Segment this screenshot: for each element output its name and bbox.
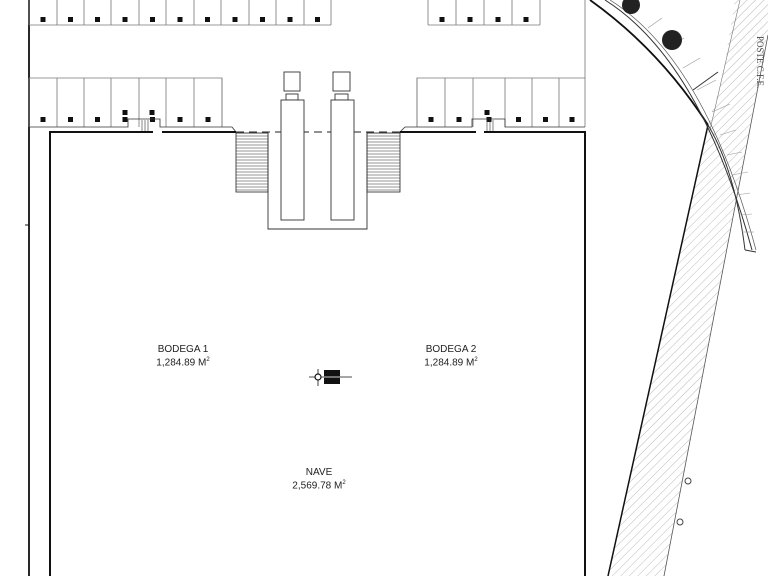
- wheel-stop-marker: [260, 17, 265, 22]
- wheel-stop-marker: [543, 117, 548, 122]
- area-number: 1,284.89: [156, 357, 196, 369]
- area-label-bodega-2: BODEGA 2 1,284.89 M2: [418, 344, 484, 368]
- dock-ramp-left: [235, 132, 269, 193]
- wheel-stop-marker: [40, 17, 46, 22]
- area-label-nave: NAVE 2,569.78 M2: [282, 467, 356, 491]
- wheel-stop-marker: [486, 117, 492, 122]
- area-number: 1,284.89: [424, 357, 464, 369]
- wheel-stop-marker: [122, 117, 128, 122]
- wheel-stop-marker: [456, 117, 462, 122]
- wheel-stop-marker: [205, 17, 210, 22]
- road-strip: [608, 0, 768, 576]
- area-name: BODEGA 2: [425, 344, 477, 355]
- wheel-stop-marker: [122, 17, 128, 22]
- curb-arc: [589, 0, 709, 126]
- area-value: 1,284.89 M2: [418, 355, 484, 368]
- area-unit: M: [334, 480, 343, 492]
- truck-icon: [330, 71, 355, 221]
- area-unit: M: [198, 357, 207, 369]
- post-icon: [684, 477, 692, 485]
- post-icon: [676, 518, 684, 526]
- parking-stalls-top: [28, 0, 541, 25]
- parking-stalls-middle: [28, 78, 586, 127]
- wheel-stop-marker: [95, 17, 100, 22]
- wheel-stop-marker: [516, 117, 521, 122]
- wheel-stop-marker: [68, 17, 73, 22]
- wheel-stop-marker: [150, 17, 155, 22]
- area-unit-exponent: 2: [474, 357, 478, 363]
- wheel-stop-marker: [315, 17, 320, 22]
- wheel-stop-marker: [68, 117, 73, 122]
- wheel-stop-marker: [150, 117, 155, 122]
- wheel-stop-marker: [205, 117, 211, 122]
- truck-icon: [280, 71, 305, 221]
- area-value: 1,284.89 M2: [150, 355, 216, 368]
- area-unit-exponent: 2: [206, 357, 210, 363]
- entrance-stairs: [141, 120, 494, 132]
- tree-icon: [662, 30, 682, 50]
- loading-pit: [267, 132, 368, 230]
- area-value: 2,569.78 M2: [282, 478, 356, 491]
- wheel-stop-marker: [467, 17, 473, 22]
- street-label: POSTE C.F.E.: [755, 36, 765, 89]
- area-unit-exponent: 2: [342, 480, 346, 486]
- area-number: 2,569.78: [292, 480, 332, 492]
- area-unit: M: [466, 357, 475, 369]
- wheel-stop-marker: [40, 117, 46, 122]
- wheel-stop-marker: [149, 110, 155, 115]
- wheel-stop-marker: [495, 17, 501, 22]
- dock-ramp-right: [366, 132, 401, 193]
- wheel-stop-marker: [232, 17, 238, 22]
- wheel-stop-marker: [177, 117, 183, 122]
- wheel-stop-marker: [428, 117, 434, 122]
- wheel-stop-marker: [95, 117, 100, 122]
- wheel-stop-marker: [439, 17, 445, 22]
- wheel-stop-marker: [177, 17, 183, 22]
- area-name: BODEGA 1: [157, 344, 209, 355]
- tree-icon: [622, 0, 640, 14]
- area-label-bodega-1: BODEGA 1 1,284.89 M2: [150, 344, 216, 368]
- building-walls: [49, 131, 586, 576]
- wheel-stop-marker: [484, 110, 490, 115]
- area-name: NAVE: [305, 467, 333, 478]
- wheel-stop-marker: [523, 17, 529, 22]
- wheel-stop-marker: [569, 117, 575, 122]
- wheel-stop-marker: [122, 110, 128, 115]
- center-mark-icon: [309, 369, 352, 386]
- wheel-stop-marker: [287, 17, 293, 22]
